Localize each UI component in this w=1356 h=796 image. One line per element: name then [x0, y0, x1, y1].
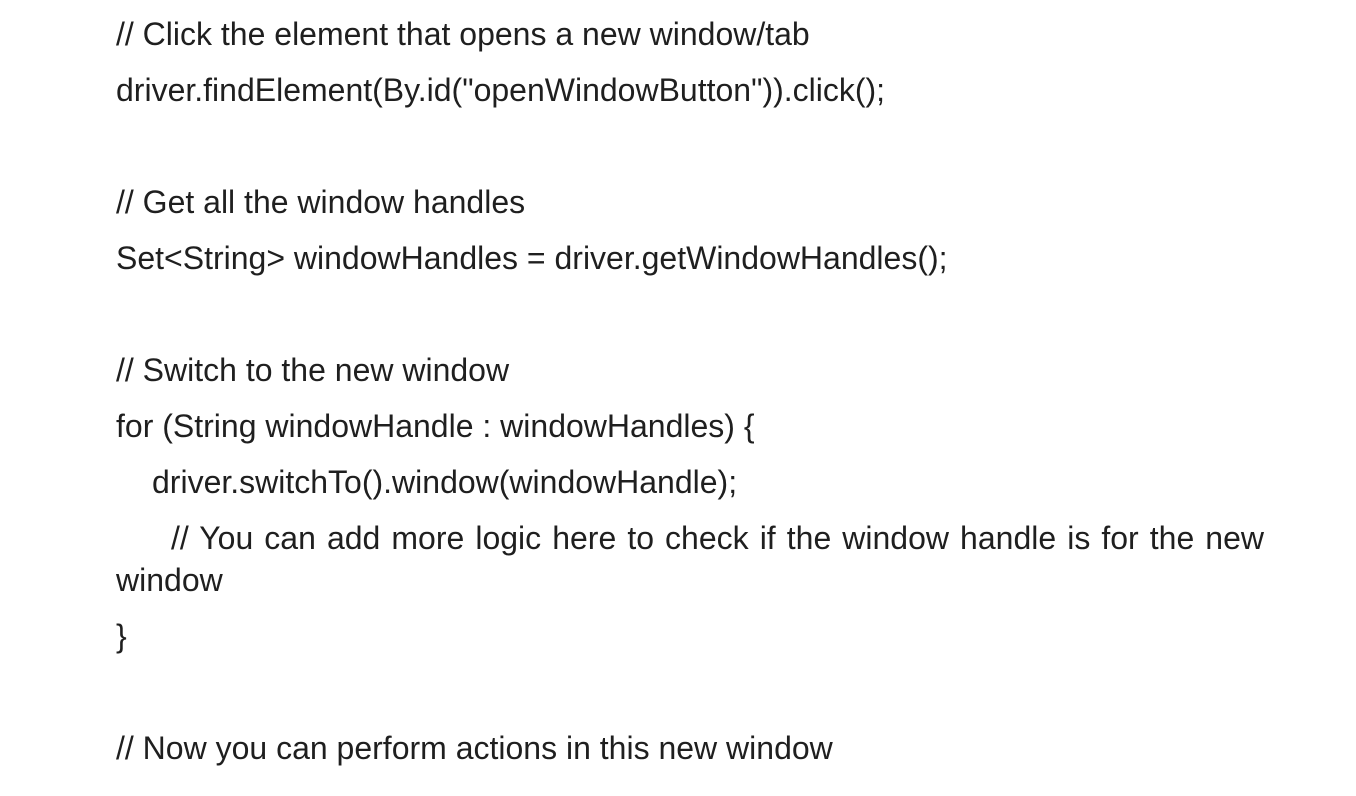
- code-line-comment-perform-actions: // Now you can perform actions in this n…: [116, 730, 833, 766]
- code-line-comment-get-handles: // Get all the window handles: [116, 184, 526, 220]
- code-line-get-window-handles: Set<String> windowHandles = driver.getWi…: [116, 240, 948, 276]
- code-line-closing-brace: }: [116, 618, 127, 654]
- code-line-blank: [116, 293, 1264, 335]
- code-line-comment-switch-window: // Switch to the new window: [116, 352, 510, 388]
- code-line-find-element-click: driver.findElement(By.id("openWindowButt…: [116, 72, 886, 108]
- code-line-blank: [116, 671, 1264, 713]
- code-line-switch-to-window: driver.switchTo().window(windowHandle);: [152, 464, 738, 500]
- code-line-for-loop-open: for (String windowHandle : windowHandles…: [116, 408, 755, 444]
- code-line-comment-add-logic: // You can add more logic here to check …: [116, 520, 1264, 598]
- code-snippet: // Click the element that opens a new wi…: [116, 16, 1264, 766]
- code-line-blank: [116, 125, 1264, 167]
- code-line-comment-click-element: // Click the element that opens a new wi…: [116, 16, 810, 52]
